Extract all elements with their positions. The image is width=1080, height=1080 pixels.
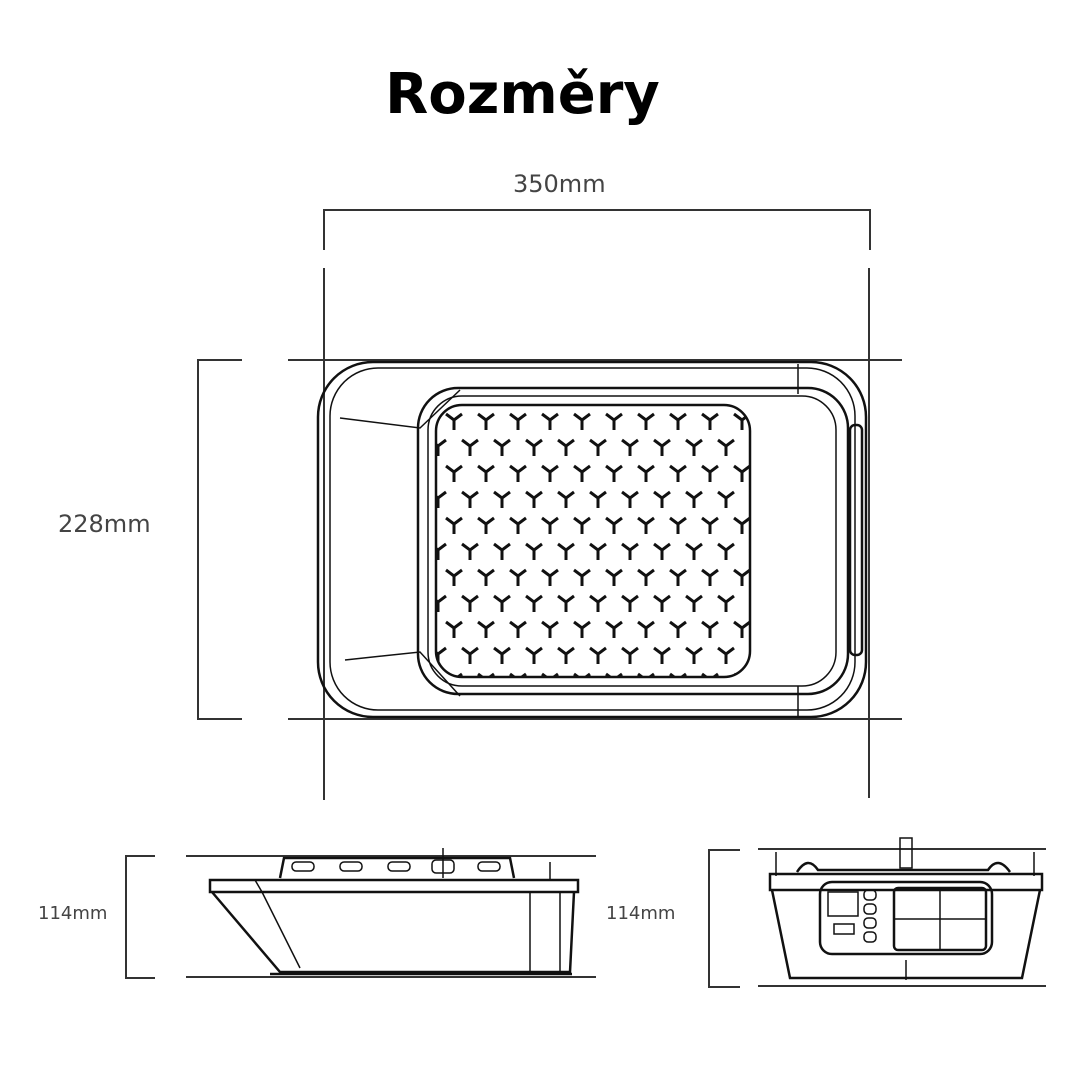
vent-grille (436, 405, 750, 677)
top-view-device (316, 360, 868, 719)
depth-dimension-line (197, 359, 902, 720)
side-view-device (208, 848, 580, 976)
front-height-dimension-line (708, 848, 1046, 988)
side-height-label: 114mm (38, 903, 108, 924)
front-view-device (768, 837, 1044, 980)
control-buttons (863, 889, 877, 943)
front-height-label: 114mm (606, 903, 676, 924)
depth-label: 228mm (58, 510, 151, 538)
width-label: 350mm (513, 170, 606, 198)
page-title: Rozměry (385, 62, 660, 127)
side-height-dimension-line (125, 855, 596, 979)
width-dimension-line (323, 209, 871, 800)
